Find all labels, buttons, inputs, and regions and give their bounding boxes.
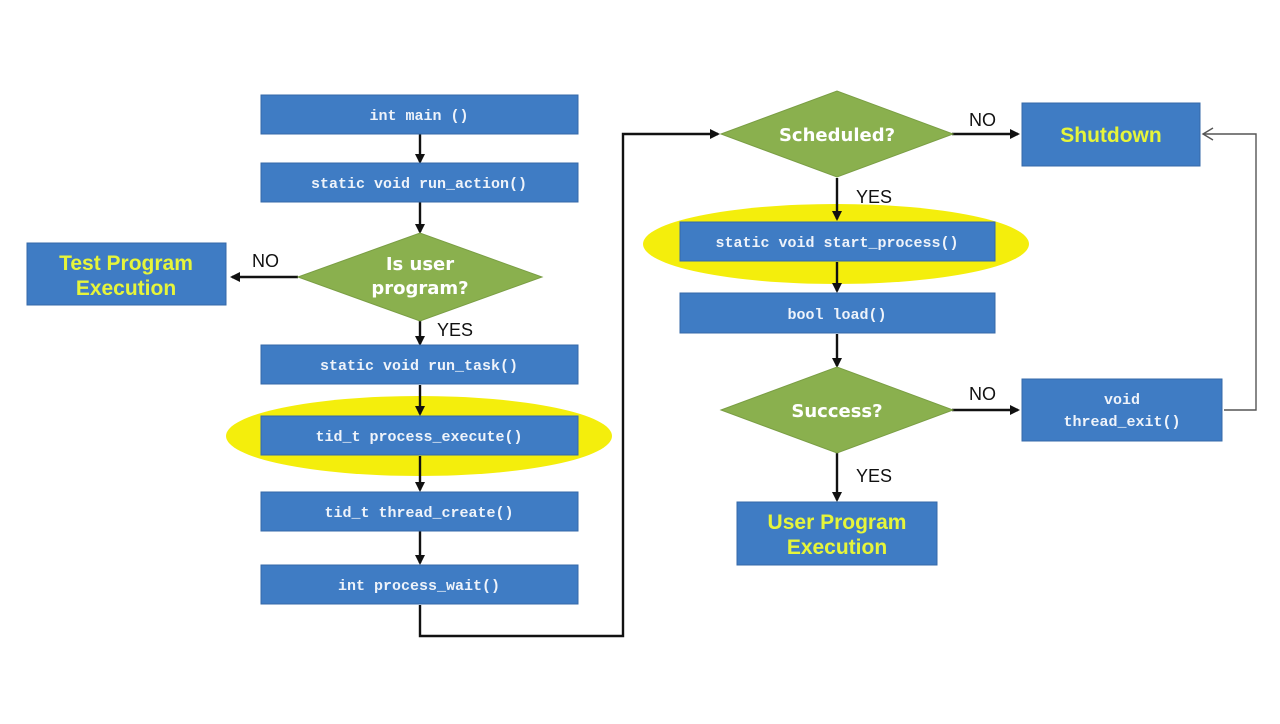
node-load: bool load() [679,292,996,334]
decision-is-user-program-line2: program? [371,278,468,299]
node-user-program-line1: User Program [768,511,907,534]
node-start-process: static void start_process() [679,221,996,262]
edge-label-no-user-program: NO [252,251,279,271]
node-process-wait-label: int process_wait() [338,578,500,595]
node-process-execute-label: tid_t process_execute() [315,429,522,446]
node-run-task-label: static void run_task() [320,358,518,375]
node-thread-create-label: tid_t thread_create() [324,505,513,522]
edge-label-yes-user-program: YES [437,320,473,340]
node-thread-exit-line1: void [1104,392,1140,409]
node-run-action: static void run_action() [260,162,579,203]
node-thread-exit: void thread_exit() [1021,378,1223,442]
node-thread-exit-line2: thread_exit() [1063,414,1180,431]
node-int-main: int main () [260,94,579,135]
edge-label-yes-scheduled: YES [856,187,892,207]
node-run-task: static void run_task() [260,344,579,385]
decision-scheduled: Scheduled? [719,90,955,178]
node-test-program-execution: Test Program Execution [26,242,227,306]
node-thread-create: tid_t thread_create() [260,491,579,532]
node-shutdown-label: Shutdown [1060,124,1161,147]
decision-is-user-program: Is user program? [296,232,544,322]
decision-scheduled-label: Scheduled? [779,125,895,146]
node-test-program-line1: Test Program [59,252,193,275]
node-test-program-line2: Execution [76,277,176,300]
node-start-process-label: static void start_process() [715,235,958,252]
node-load-label: bool load() [787,307,886,324]
node-process-execute: tid_t process_execute() [260,415,579,456]
decision-success-label: Success? [791,401,882,422]
decision-success: Success? [719,366,955,454]
decision-is-user-program-line1: Is user [386,254,454,275]
node-int-main-label: int main () [369,108,468,125]
edge-label-no-scheduled: NO [969,110,996,130]
edge-label-no-success: NO [969,384,996,404]
node-shutdown: Shutdown [1021,102,1201,167]
edge-process-wait-to-scheduled [418,129,720,638]
node-user-program-line2: Execution [787,536,887,559]
edge-label-yes-success: YES [856,466,892,486]
node-user-program-execution: User Program Execution [736,501,938,566]
node-run-action-label: static void run_action() [311,176,527,193]
edge-thread-exit-to-shutdown [1201,127,1257,411]
node-process-wait: int process_wait() [260,564,579,605]
